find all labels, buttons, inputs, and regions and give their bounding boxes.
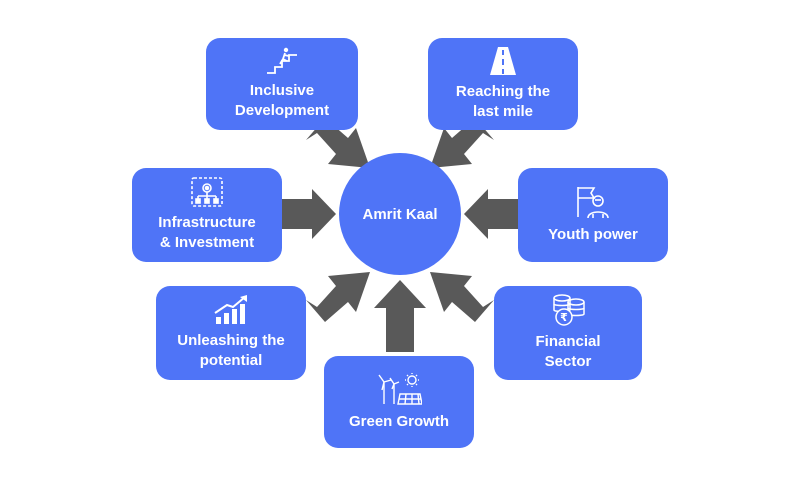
hub-amrit-kaal: Amrit Kaal [339, 153, 461, 275]
node-label-line2: last mile [472, 103, 534, 120]
node-inclusive-development: Inclusive Development [206, 38, 358, 130]
growth-chart-icon [214, 295, 247, 324]
arrow-infrastructure [282, 189, 336, 239]
node-label-line1: Financial [535, 333, 601, 350]
stairs-climber-icon [267, 47, 297, 74]
node-label-line2: potential [199, 352, 263, 369]
node-label-line1: Reaching the [455, 83, 551, 100]
node-label-line1: Green Growth [348, 413, 449, 430]
node-infrastructure-investment: Infrastructure & Investment [132, 168, 282, 262]
arrow-green [374, 280, 426, 352]
node-financial-sector: ₹ Financial Sector [494, 286, 642, 380]
node-reaching-last-mile: Reaching the last mile [428, 38, 578, 130]
network-gear-icon [191, 177, 223, 207]
person-flag-icon [577, 187, 609, 219]
node-label-line2: Sector [544, 353, 592, 370]
node-green-growth: Green Growth [324, 356, 474, 448]
hub-label: Amrit Kaal [362, 205, 438, 223]
node-youth-power: Youth power [518, 168, 668, 262]
node-label-line2: & Investment [159, 234, 255, 251]
rupee-coins-icon: ₹ [553, 294, 585, 326]
node-label-line1: Unleashing the [177, 332, 285, 349]
node-label-line1: Youth power [548, 226, 638, 243]
node-label-line2: Development [234, 102, 330, 119]
wind-solar-icon [378, 373, 422, 405]
arrow-potential [306, 272, 370, 322]
road-icon [490, 47, 516, 75]
node-label-line1: Infrastructure [158, 214, 256, 231]
arrow-youth [464, 189, 518, 239]
svg-text:₹: ₹ [560, 311, 568, 324]
arrow-financial [430, 272, 494, 322]
arrow-inclusive [306, 118, 370, 168]
node-unleashing-potential: Unleashing the potential [156, 286, 306, 380]
arrow-last-mile [430, 118, 494, 168]
node-label-line1: Inclusive [249, 82, 315, 99]
